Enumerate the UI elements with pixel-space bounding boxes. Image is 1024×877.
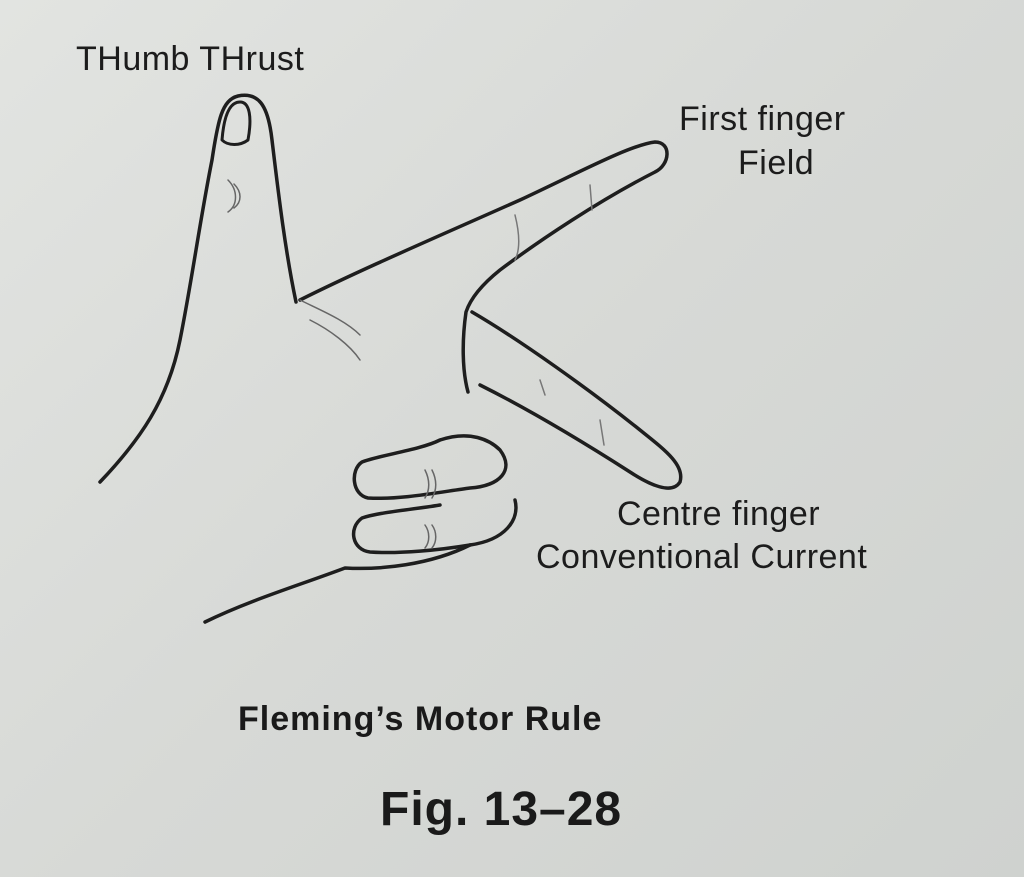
thumb-outline [98, 93, 298, 484]
figure-title: Fleming’s Motor Rule [238, 700, 603, 738]
curled-finger-2 [351, 498, 518, 555]
curled-finger-1 [352, 434, 508, 501]
centre-finger-label: Centre finger [617, 495, 821, 533]
finger-creases [514, 184, 605, 446]
knuckle-creases [227, 179, 437, 549]
figure-number: Fig. 13–28 [380, 783, 623, 836]
palm-line [203, 543, 472, 624]
current-label: Conventional Current [536, 538, 868, 576]
first-finger-label: First finger [679, 100, 846, 138]
thumb-label: THumb THrust [76, 40, 305, 78]
thumbnail [220, 100, 252, 146]
field-label: Field [738, 144, 815, 182]
index-finger-outline [298, 140, 669, 394]
middle-finger-outline [470, 310, 683, 490]
web-creases [299, 299, 361, 361]
